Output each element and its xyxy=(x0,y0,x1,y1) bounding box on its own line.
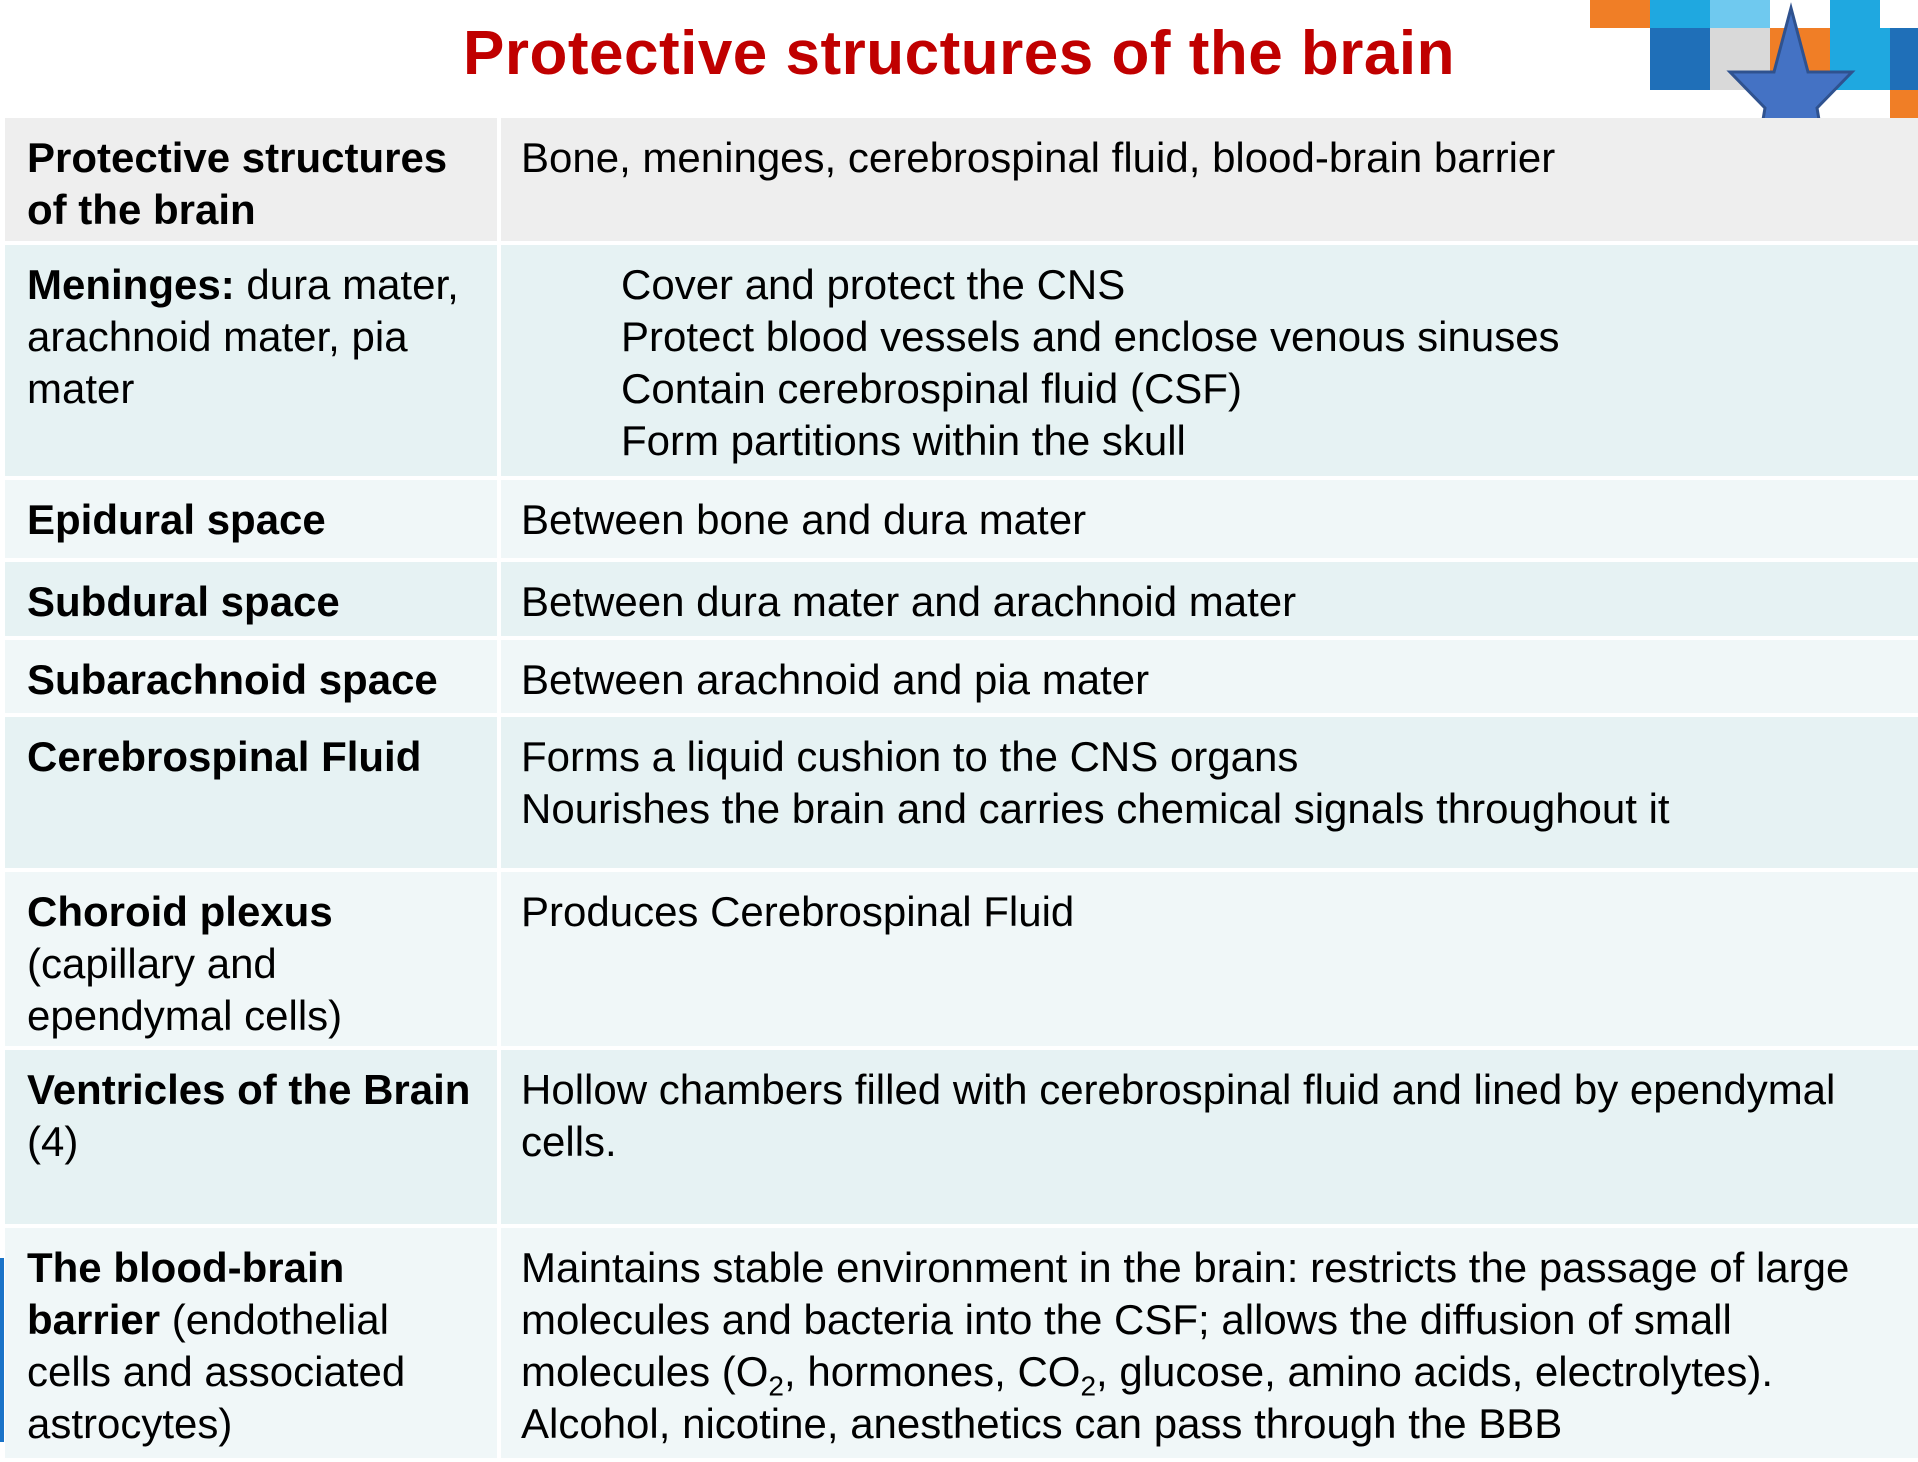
table-row: Subdural space Between dura mater and ar… xyxy=(5,560,1918,638)
left-edge-accent xyxy=(0,1258,4,1442)
term-cell: The blood-brain barrier (endothelial cel… xyxy=(5,1226,501,1460)
term-cell: Subdural space xyxy=(5,560,501,638)
list-item: Forms a liquid cushion to the CNS organs xyxy=(521,733,1299,780)
term-cell: Subarachnoid space xyxy=(5,638,501,715)
desc-cell: Bone, meninges, cerebrospinal fluid, blo… xyxy=(521,134,1556,181)
table-row: Subarachnoid space Between arachnoid and… xyxy=(5,638,1918,715)
desc-cell: Cover and protect the CNS Protect blood … xyxy=(499,243,1918,478)
term-cell: Epidural space xyxy=(5,478,501,560)
desc-cell: Hollow chambers filled with cerebrospina… xyxy=(521,1066,1836,1165)
term-cell: Protective structures of the brain xyxy=(5,118,501,243)
star-icon xyxy=(1726,2,1856,201)
term-cell: Cerebrospinal Fluid xyxy=(5,715,501,870)
list-item: Protect blood vessels and enclose venous… xyxy=(621,313,1560,360)
term-cell: Choroid plexus (capillary and ependymal … xyxy=(5,870,501,1048)
term-cell: Meninges: dura mater, arachnoid mater, p… xyxy=(5,243,501,478)
list-item: Form partitions within the skull xyxy=(621,417,1186,464)
table-row: Ventricles of the Brain (4) Hollow chamb… xyxy=(5,1048,1918,1226)
desc-cell: Between dura mater and arachnoid mater xyxy=(521,578,1297,625)
page-title: Protective structures of the brain xyxy=(462,19,1456,88)
desc-cell: Maintains stable environment in the brai… xyxy=(521,1244,1850,1447)
list-item: Nourishes the brain and carries chemical… xyxy=(521,785,1670,832)
desc-cell: Between bone and dura mater xyxy=(521,496,1087,543)
table-row: Meninges: dura mater, arachnoid mater, p… xyxy=(5,243,1918,478)
table-row: Cerebrospinal Fluid Forms a liquid cushi… xyxy=(5,715,1918,870)
table-row: Choroid plexus (capillary and ependymal … xyxy=(5,870,1918,1048)
list-item: Contain cerebrospinal fluid (CSF) xyxy=(621,365,1242,412)
protective-structures-table: Protective structures of the brain Bone,… xyxy=(5,118,1918,1462)
table-row: Protective structures of the brain Bone,… xyxy=(5,118,1918,243)
desc-cell: Between arachnoid and pia mater xyxy=(521,656,1150,703)
table-row: Epidural space Between bone and dura mat… xyxy=(5,478,1918,560)
list-item: Cover and protect the CNS xyxy=(621,261,1126,308)
term-cell: Ventricles of the Brain (4) xyxy=(5,1048,501,1226)
table-row: The blood-brain barrier (endothelial cel… xyxy=(5,1226,1918,1460)
desc-cell: Forms a liquid cushion to the CNS organs… xyxy=(499,715,1918,870)
desc-cell: Produces Cerebrospinal Fluid xyxy=(521,888,1075,935)
